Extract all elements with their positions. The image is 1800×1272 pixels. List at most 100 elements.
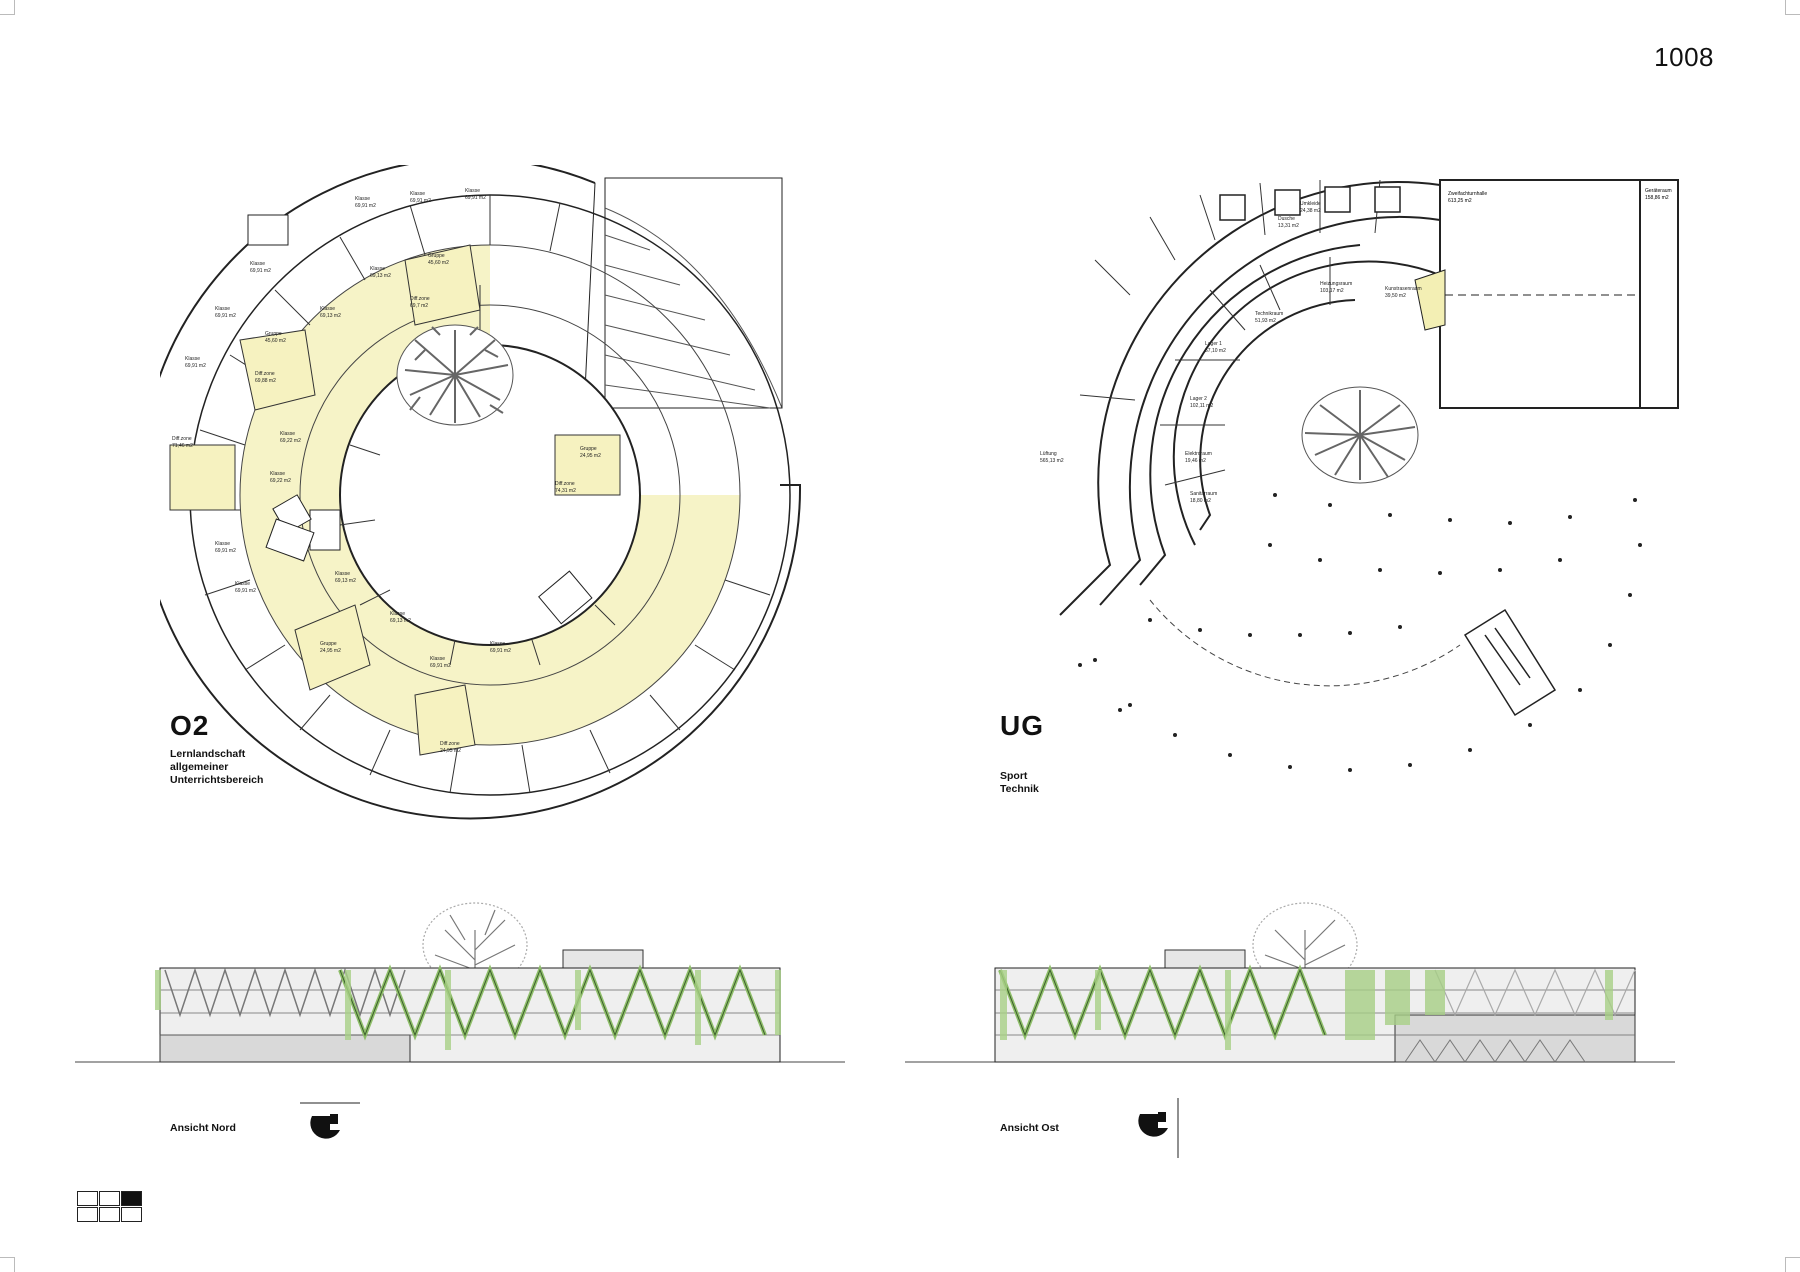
zone-label: Diff.zone	[172, 436, 192, 442]
plan-desc-line: Technik	[1000, 783, 1039, 795]
room-label: Sanitärraum	[1190, 491, 1217, 497]
room-label: Klasse	[215, 306, 230, 312]
elevation-label-ost: Ansicht Ost	[1000, 1122, 1059, 1134]
facade-zigzag-grey	[164, 967, 406, 1018]
room-area: 69,91 m2	[215, 313, 236, 319]
room-label: Klasse	[235, 581, 250, 587]
plan-code-o2: O2	[170, 710, 210, 741]
room-label: Klasse	[280, 431, 295, 437]
room-label: Elektroraum	[1185, 451, 1212, 457]
stair-core-ug	[1463, 608, 1557, 717]
crop-mark-top-right	[1785, 0, 1800, 15]
room-label: Klasse	[355, 196, 370, 202]
room-label: Lager 2	[1190, 396, 1207, 402]
grid-cell	[121, 1207, 142, 1222]
room-area: 51,93 m2	[1255, 318, 1276, 324]
room-label: Heizungsraum	[1320, 281, 1352, 287]
room-label: Umkleide	[1300, 201, 1321, 207]
zone-area: 45,60 m2	[428, 260, 449, 266]
elevation-label-nord: Ansicht Nord	[170, 1122, 236, 1134]
zone-label: Diff.zone	[255, 371, 275, 377]
room-area: 69,91 m2	[465, 195, 486, 201]
plan-desc-line: allgemeiner	[170, 761, 229, 773]
room-label: Klasse	[430, 656, 445, 662]
room-label: Kunstrasenraum	[1385, 286, 1422, 292]
circulation-ring	[240, 245, 740, 745]
shower-cubicles	[1219, 186, 1401, 221]
elevation-nord	[75, 902, 845, 1063]
central-tree-ug	[1301, 386, 1419, 484]
plan-description-ug: Sport Technik	[1000, 770, 1039, 796]
room-labels-ug: Heizungsraum 103,17 m2 Dusche 13,31 m2 U…	[1040, 201, 1422, 504]
room-area: 103,17 m2	[1320, 288, 1344, 294]
column-dots	[1078, 493, 1642, 772]
room-area: 69,91 m2	[235, 588, 256, 594]
plan-code-ug: UG	[1000, 710, 1044, 741]
plan-desc-line: Unterrichtsbereich	[170, 774, 264, 786]
rooftop-unit-ost	[1164, 949, 1246, 969]
floor-plan-o2: Klasse 69,91 m2 Klasse 69,91 m2 Klasse 6…	[160, 165, 802, 820]
room-label: Dusche	[1278, 216, 1295, 222]
room-label: Klasse	[370, 266, 385, 272]
sheet-number: 1008	[1654, 42, 1714, 72]
room-area: 69,91 m2	[250, 268, 271, 274]
room-label: Klasse	[320, 306, 335, 312]
zone-label: Diff.zone	[440, 741, 460, 747]
room-labels-o2: Klasse 69,91 m2 Klasse 69,91 m2 Klasse 6…	[172, 188, 601, 754]
grid-cell	[99, 1191, 120, 1206]
stair-cores	[247, 214, 593, 625]
zone-area: 45,60 m2	[265, 338, 286, 344]
sports-hall	[1439, 179, 1679, 409]
room-label: Klasse	[270, 471, 285, 477]
hanging-greens	[155, 970, 781, 1050]
crop-mark-top-left	[0, 0, 15, 15]
zone-label: Diff.zone	[555, 481, 575, 487]
zone-label: Gruppe	[265, 331, 282, 337]
north-arrow-icon	[300, 1102, 360, 1139]
central-tree	[396, 324, 514, 426]
rooftop-unit	[562, 949, 644, 969]
room-area: 24,38 m2	[1300, 208, 1321, 214]
room-area: 39,50 m2	[1385, 293, 1406, 299]
room-label: Lüftung	[1040, 451, 1057, 457]
highlight-zone	[1414, 269, 1446, 331]
zone-area: 24,95 m2	[580, 453, 601, 459]
room-label: Technikraum	[1255, 311, 1283, 317]
room-area: 13,31 m2	[1278, 223, 1299, 229]
room-label: Klasse	[185, 356, 200, 362]
hall-label: Zweifachturnhalle	[1448, 191, 1487, 197]
storage-label: Geräteraum	[1645, 188, 1672, 194]
zone-label: Gruppe	[320, 641, 337, 647]
room-area: 69,13 m2	[335, 578, 356, 584]
grid-cell	[121, 1191, 142, 1206]
room-label: Klasse	[250, 261, 265, 267]
room-area: 69,91 m2	[185, 363, 206, 369]
zone-area: 74,31 m2	[555, 488, 576, 494]
room-label: Klasse	[335, 571, 350, 577]
zone-area: 24,95 m2	[320, 648, 341, 654]
storage-area: 158,86 m2	[1645, 195, 1669, 201]
room-area: 69,91 m2	[490, 648, 511, 654]
room-label: Klasse	[390, 611, 405, 617]
room-area: 69,91 m2	[410, 198, 431, 204]
hanging-greens-ost	[1000, 970, 1613, 1050]
room-area: 69,91 m2	[215, 548, 236, 554]
north-arrow-icon-ost	[1138, 1098, 1179, 1158]
staircase-block	[604, 177, 783, 409]
zone-area: 69,88 m2	[255, 378, 276, 384]
room-area: 69,13 m2	[390, 618, 411, 624]
room-label: Klasse	[490, 641, 505, 647]
room-area: 18,80 m2	[1190, 498, 1211, 504]
grid-cell	[77, 1207, 98, 1222]
zone-area: 24,95 m2	[440, 748, 461, 754]
room-label: Klasse	[410, 191, 425, 197]
elevation-ost	[905, 902, 1675, 1063]
room-label: Lager 1	[1205, 341, 1222, 347]
facade-zigzag-grey-ost	[1434, 968, 1636, 1017]
zone-area: 71,46 m2	[172, 443, 193, 449]
room-area: 69,91 m2	[355, 203, 376, 209]
room-area: 69,13 m2	[370, 273, 391, 279]
plan-desc-line: Sport	[1000, 770, 1028, 782]
floor-plan-ug: Zweifachturnhalle 613,25 m2 Geräteraum 1…	[1040, 179, 1679, 772]
sheet-position-grid	[77, 1191, 143, 1223]
